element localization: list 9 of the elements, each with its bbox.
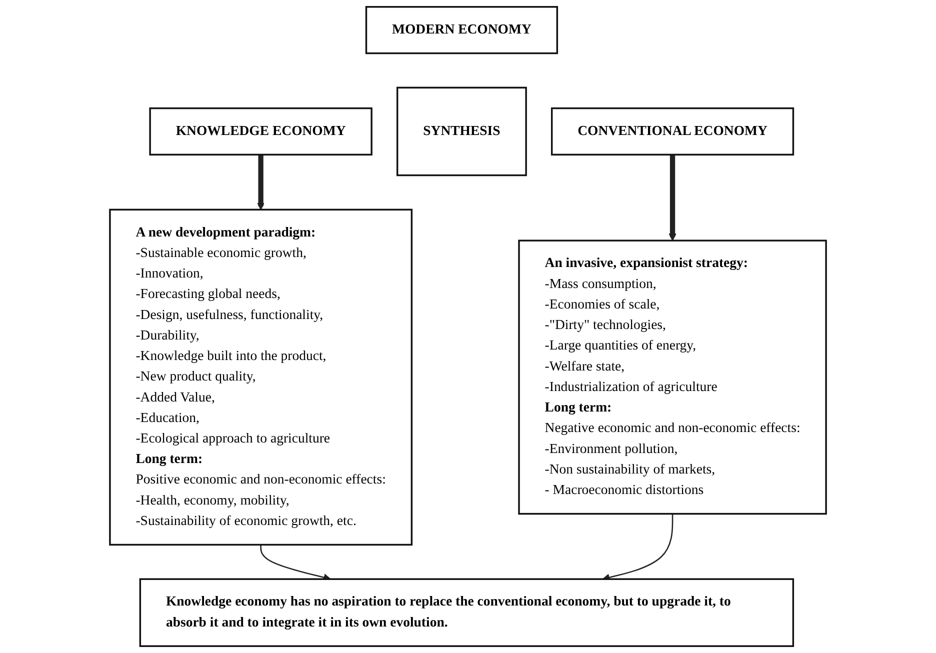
node-box: MODERN ECONOMY <box>365 6 558 54</box>
node-box: KNOWLEDGE ECONOMY <box>149 107 372 156</box>
node-box: An invasive, expansionist strategy: -Mass consumption, -Economies of scale, -"Dirty" technologies, -Large quantities of energy, -Welfare state, -Industrialization of agriculture Long term: Negative economic and non-economic effects: -Environment pollution, -Non sustainability of markets, - Macroeconomic distortions <box>518 240 827 515</box>
node-box: SYNTHESIS <box>396 86 527 176</box>
arrow <box>668 154 676 241</box>
arrow <box>257 154 265 210</box>
node-box: Knowledge economy has no aspiration to replace the conventional economy, but to upgrade it, to absorb it and to integrate it in its own evolution. <box>139 578 794 647</box>
node-box: A new development paradigm: -Sustainable economic growth, -Innovation, -Forecasting global needs, -Design, usefulness, functionality, -Durability, -Knowledge built into the product, -New product quality, -Added Value, -Education, -Ecological approach to agriculture Long term: Positive economic and non-economic effects: -Health, economy, mobility, -Sustainability of economic growth, etc. <box>109 208 413 546</box>
node-box: CONVENTIONAL ECONOMY <box>551 107 794 156</box>
